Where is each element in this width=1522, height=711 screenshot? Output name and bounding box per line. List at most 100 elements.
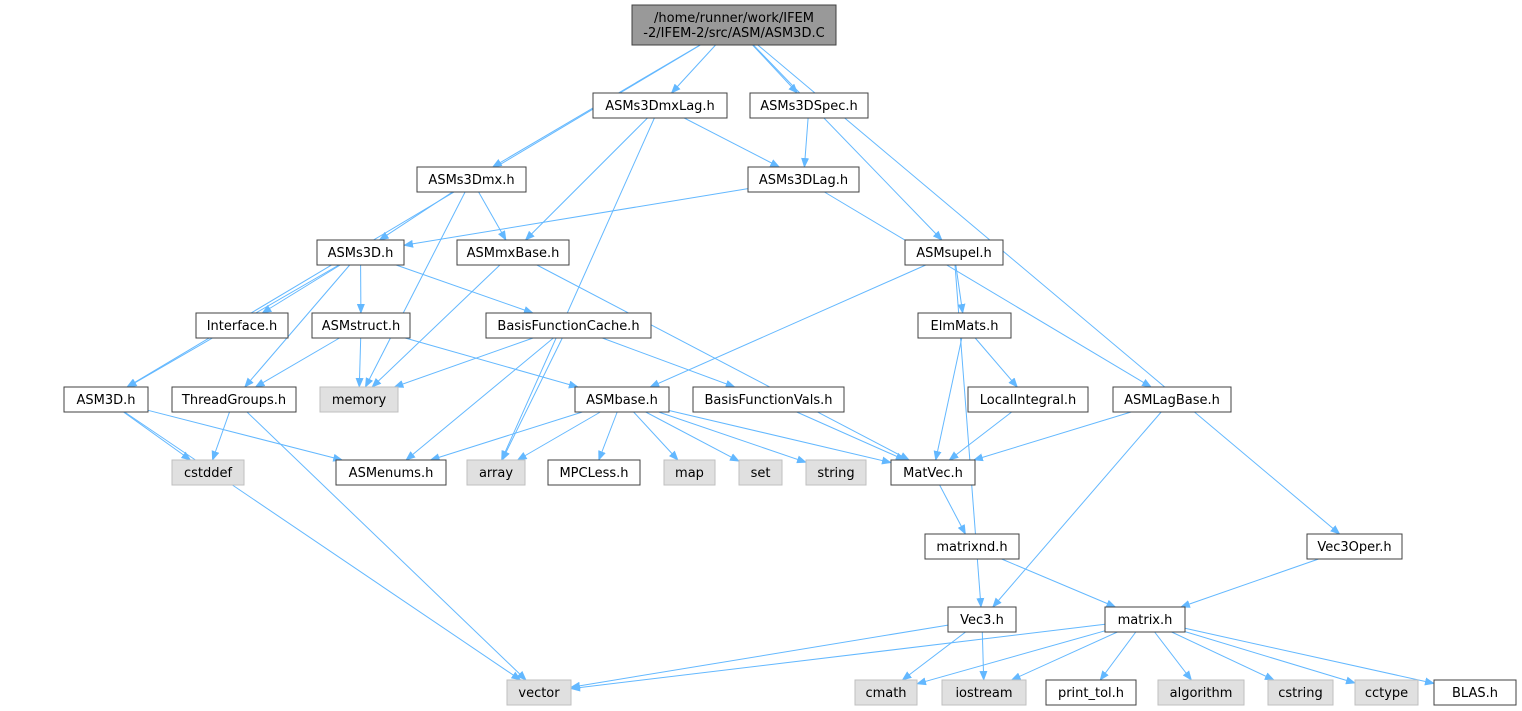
node-cctype[interactable]: cctype (1354, 679, 1419, 706)
node-BasisFunctionVals_h[interactable]: BasisFunctionVals.h (692, 386, 845, 413)
node-set[interactable]: set (738, 459, 783, 486)
edge-BasisFunctionCache_h-to-BasisFunctionVals_h (602, 337, 736, 388)
node-label: cstddef (184, 466, 233, 481)
node-label: MPCLess.h (559, 466, 628, 481)
edge-ASMbase_h-to-MPCLess_h (598, 411, 618, 461)
edge-Vec3_h-to-cmath (901, 631, 966, 681)
node-label: print_tol.h (1058, 686, 1124, 701)
node-ASMmxBase_h[interactable]: ASMmxBase.h (456, 239, 570, 266)
node-label: ASMstruct.h (322, 319, 400, 334)
node-memory[interactable]: memory (319, 386, 399, 413)
node-cmath[interactable]: cmath (854, 679, 918, 706)
node-label: BLAS.h (1452, 686, 1498, 701)
edge-ASMbase_h-to-string (658, 411, 807, 464)
edge-ASMs3Dmx_h-to-ASMmxBase_h (478, 191, 507, 241)
node-string[interactable]: string (805, 459, 867, 486)
node-matrixnd_h[interactable]: matrixnd.h (924, 533, 1020, 560)
node-map[interactable]: map (663, 459, 716, 486)
node-Interface_h[interactable]: Interface.h (195, 312, 289, 339)
nodes-layer: /home/runner/work/IFEM-2/IFEM-2/src/ASM/… (63, 4, 1517, 706)
node-iostream[interactable]: iostream (941, 679, 1027, 706)
node-cstring[interactable]: cstring (1267, 679, 1334, 706)
node-ASMsupel_h[interactable]: ASMsupel.h (904, 239, 1004, 266)
edge-root-to-ASMs3DmxLag_h (670, 44, 716, 94)
node-ElmMats_h[interactable]: ElmMats.h (917, 312, 1012, 339)
node-print_tol_h[interactable]: print_tol.h (1045, 679, 1137, 706)
node-box (171, 386, 297, 413)
node-vector[interactable]: vector (506, 679, 572, 706)
node-box (947, 606, 1017, 633)
edge-ASMs3DLag_h-to-ASMs3D_h (403, 188, 749, 248)
node-label: ASM3D.h (76, 393, 135, 408)
node-label: Interface.h (207, 319, 278, 334)
node-box (1157, 679, 1245, 706)
node-box (890, 459, 976, 486)
edge-ASMmxBase_h-to-MatVec_h (536, 264, 910, 461)
node-ASMs3DmxLag_h[interactable]: ASMs3DmxLag.h (592, 92, 728, 119)
edge-matrix_h-to-algorithm (1154, 631, 1193, 681)
node-ASMLagBase_h[interactable]: ASMLagBase.h (1112, 386, 1232, 413)
node-label: algorithm (1170, 686, 1233, 701)
node-label: /home/runner/work/IFEM (654, 11, 814, 26)
edge-ASM3D_h-to-ASMenums_h (147, 409, 344, 462)
node-box (749, 92, 869, 119)
node-ASM3D_h[interactable]: ASM3D.h (63, 386, 149, 413)
edge-ASMs3D_h-to-BasisFunctionCache_h (395, 264, 534, 314)
edge-matrix_h-to-iostream (1010, 631, 1118, 681)
edge-ASMsupel_h-to-ElmMats_h (955, 264, 966, 314)
node-label: MatVec.h (903, 466, 963, 481)
node-matrix_h[interactable]: matrix.h (1104, 606, 1186, 633)
edge-BasisFunctionVals_h-to-MatVec_h (796, 411, 906, 461)
edge-ASMbase_h-to-map (633, 411, 679, 461)
node-ASMstruct_h[interactable]: ASMstruct.h (311, 312, 411, 339)
node-label: LocalIntegral.h (980, 393, 1076, 408)
node-array[interactable]: array (466, 459, 526, 486)
node-ThreadGroups_h[interactable]: ThreadGroups.h (171, 386, 297, 413)
node-label: array (479, 466, 513, 481)
node-ASMs3Dmx_h[interactable]: ASMs3Dmx.h (416, 166, 527, 193)
node-Vec3_h[interactable]: Vec3.h (947, 606, 1017, 633)
node-label: ASMs3DSpec.h (760, 99, 857, 114)
node-box (195, 312, 289, 339)
node-BasisFunctionCache_h[interactable]: BasisFunctionCache.h (485, 312, 652, 339)
node-Vec3Oper_h[interactable]: Vec3Oper.h (1306, 533, 1403, 560)
edge-ElmMats_h-to-MatVec_h (933, 337, 963, 461)
node-label: ASMenums.h (349, 466, 434, 481)
node-LocalIntegral_h[interactable]: LocalIntegral.h (967, 386, 1089, 413)
node-label: ASMs3DmxLag.h (605, 99, 715, 114)
node-box (1306, 533, 1403, 560)
edge-root-to-ASMs3DSpec_h (752, 44, 799, 94)
node-label: cstring (1278, 686, 1322, 701)
node-label: ASMs3Dmx.h (428, 173, 514, 188)
node-ASMs3D_h[interactable]: ASMs3D.h (316, 239, 405, 266)
node-box (747, 166, 860, 193)
node-label: -2/IFEM-2/src/ASM/ASM3D.C (643, 26, 824, 41)
edge-ASMs3DmxLag_h-to-ASMmxBase_h (524, 117, 648, 241)
node-BLAS_h[interactable]: BLAS.h (1433, 679, 1517, 706)
node-algorithm[interactable]: algorithm (1157, 679, 1245, 706)
node-cstddef[interactable]: cstddef (171, 459, 245, 486)
edge-ASMstruct_h-to-ASMbase_h (404, 337, 579, 389)
node-root[interactable]: /home/runner/work/IFEM-2/IFEM-2/src/ASM/… (631, 4, 837, 46)
node-label: Vec3.h (960, 613, 1004, 628)
edge-ASMstruct_h-to-memory (355, 337, 364, 388)
node-ASMs3DSpec_h[interactable]: ASMs3DSpec.h (749, 92, 869, 119)
node-box (574, 386, 670, 413)
node-box (924, 533, 1020, 560)
node-box (311, 312, 411, 339)
node-MPCLess_h[interactable]: MPCLess.h (547, 459, 641, 486)
edge-ThreadGroups_h-to-cstddef (211, 411, 230, 461)
edge-ASMs3D_h-to-Interface_h (261, 264, 341, 314)
node-MatVec_h[interactable]: MatVec.h (890, 459, 976, 486)
node-label: map (675, 466, 704, 481)
edge-matrix_h-to-vector (570, 623, 1106, 692)
node-box (1267, 679, 1334, 706)
node-box (506, 679, 572, 706)
node-ASMenums_h[interactable]: ASMenums.h (335, 459, 447, 486)
edge-ASMbase_h-to-array (516, 411, 601, 461)
node-ASMbase_h[interactable]: ASMbase.h (574, 386, 670, 413)
edge-matrix_h-to-print_tol_h (1099, 631, 1137, 681)
node-label: ASMLagBase.h (1124, 393, 1220, 408)
node-ASMs3DLag_h[interactable]: ASMs3DLag.h (747, 166, 860, 193)
